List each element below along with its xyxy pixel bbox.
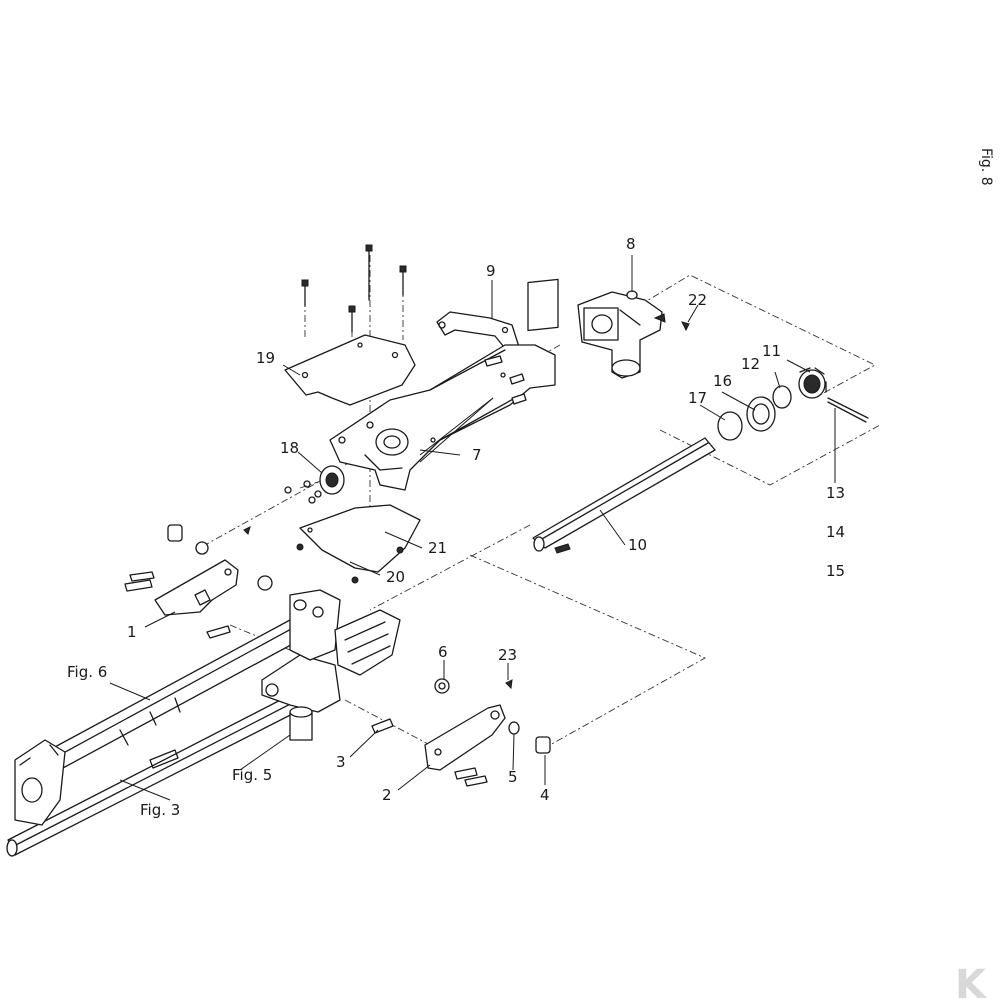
label-part-22: 22: [688, 291, 707, 309]
arm-bolts: [484, 355, 527, 405]
label-part-2: 2: [382, 786, 392, 804]
part-1-left-arm: [124, 524, 273, 616]
label-part-12: 12: [741, 355, 760, 373]
label-part-6: 6: [438, 643, 448, 661]
label-part-4: 4: [540, 786, 550, 804]
part-16-bearing: [746, 396, 776, 432]
watermark-letter: K: [955, 962, 988, 1000]
part-6-nut: [434, 678, 450, 694]
figure-title: Fig. 8: [978, 148, 994, 186]
part-3-key: [371, 718, 394, 734]
label-part-10: 10: [628, 536, 647, 554]
part-10-shaft: [532, 437, 716, 554]
label-part-3: 3: [336, 753, 346, 771]
part-7-swing-arm: [329, 278, 559, 491]
part-17-circlip: [717, 411, 743, 441]
label-part-7: 7: [472, 446, 482, 464]
part-5-washer: [508, 721, 520, 735]
main-frame: [6, 589, 401, 857]
part-number-labels: 1 2 3 4 5 6 7 8 9 10 11 12 13 14 15 16 1…: [127, 235, 845, 804]
part-22-screw: [681, 321, 690, 332]
label-part-9: 9: [486, 262, 496, 280]
label-part-15: 15: [826, 562, 845, 580]
part-23-grease-nipple: [505, 679, 513, 690]
label-part-19: 19: [256, 349, 275, 367]
label-part-8: 8: [626, 235, 636, 253]
part-4-bushing: [535, 736, 551, 754]
label-part-23: 23: [498, 646, 517, 664]
label-part-11: 11: [762, 342, 781, 360]
label-part-18: 18: [280, 439, 299, 457]
figure-reference-labels: Fig. 6 Fig. 5 Fig. 3: [67, 663, 272, 819]
part-11-gear: [798, 367, 827, 399]
part-12-ring: [772, 385, 792, 409]
label-fig-5: Fig. 5: [232, 766, 272, 784]
label-part-17: 17: [688, 389, 707, 407]
part-13-pin: [827, 397, 869, 423]
label-part-14: 14: [826, 523, 845, 541]
label-part-1: 1: [127, 623, 137, 641]
part-20-21-lower-cover: [296, 504, 421, 584]
part-19-cover-plate: [284, 334, 416, 406]
part-2-right-arm: [424, 704, 506, 787]
label-fig-6: Fig. 6: [67, 663, 107, 681]
part-18-bearing: [284, 465, 345, 504]
label-part-5: 5: [508, 768, 518, 786]
pin-near-arm: [206, 625, 231, 639]
watermark-logo: K: [955, 962, 988, 1000]
label-part-21: 21: [428, 539, 447, 557]
leader-lines: [109, 255, 836, 801]
label-part-13: 13: [826, 484, 845, 502]
label-fig-3: Fig. 3: [140, 801, 180, 819]
part-8-gearbox: [577, 290, 666, 379]
label-part-20: 20: [386, 568, 405, 586]
cover-bolts: [301, 244, 407, 333]
label-part-16: 16: [713, 372, 732, 390]
